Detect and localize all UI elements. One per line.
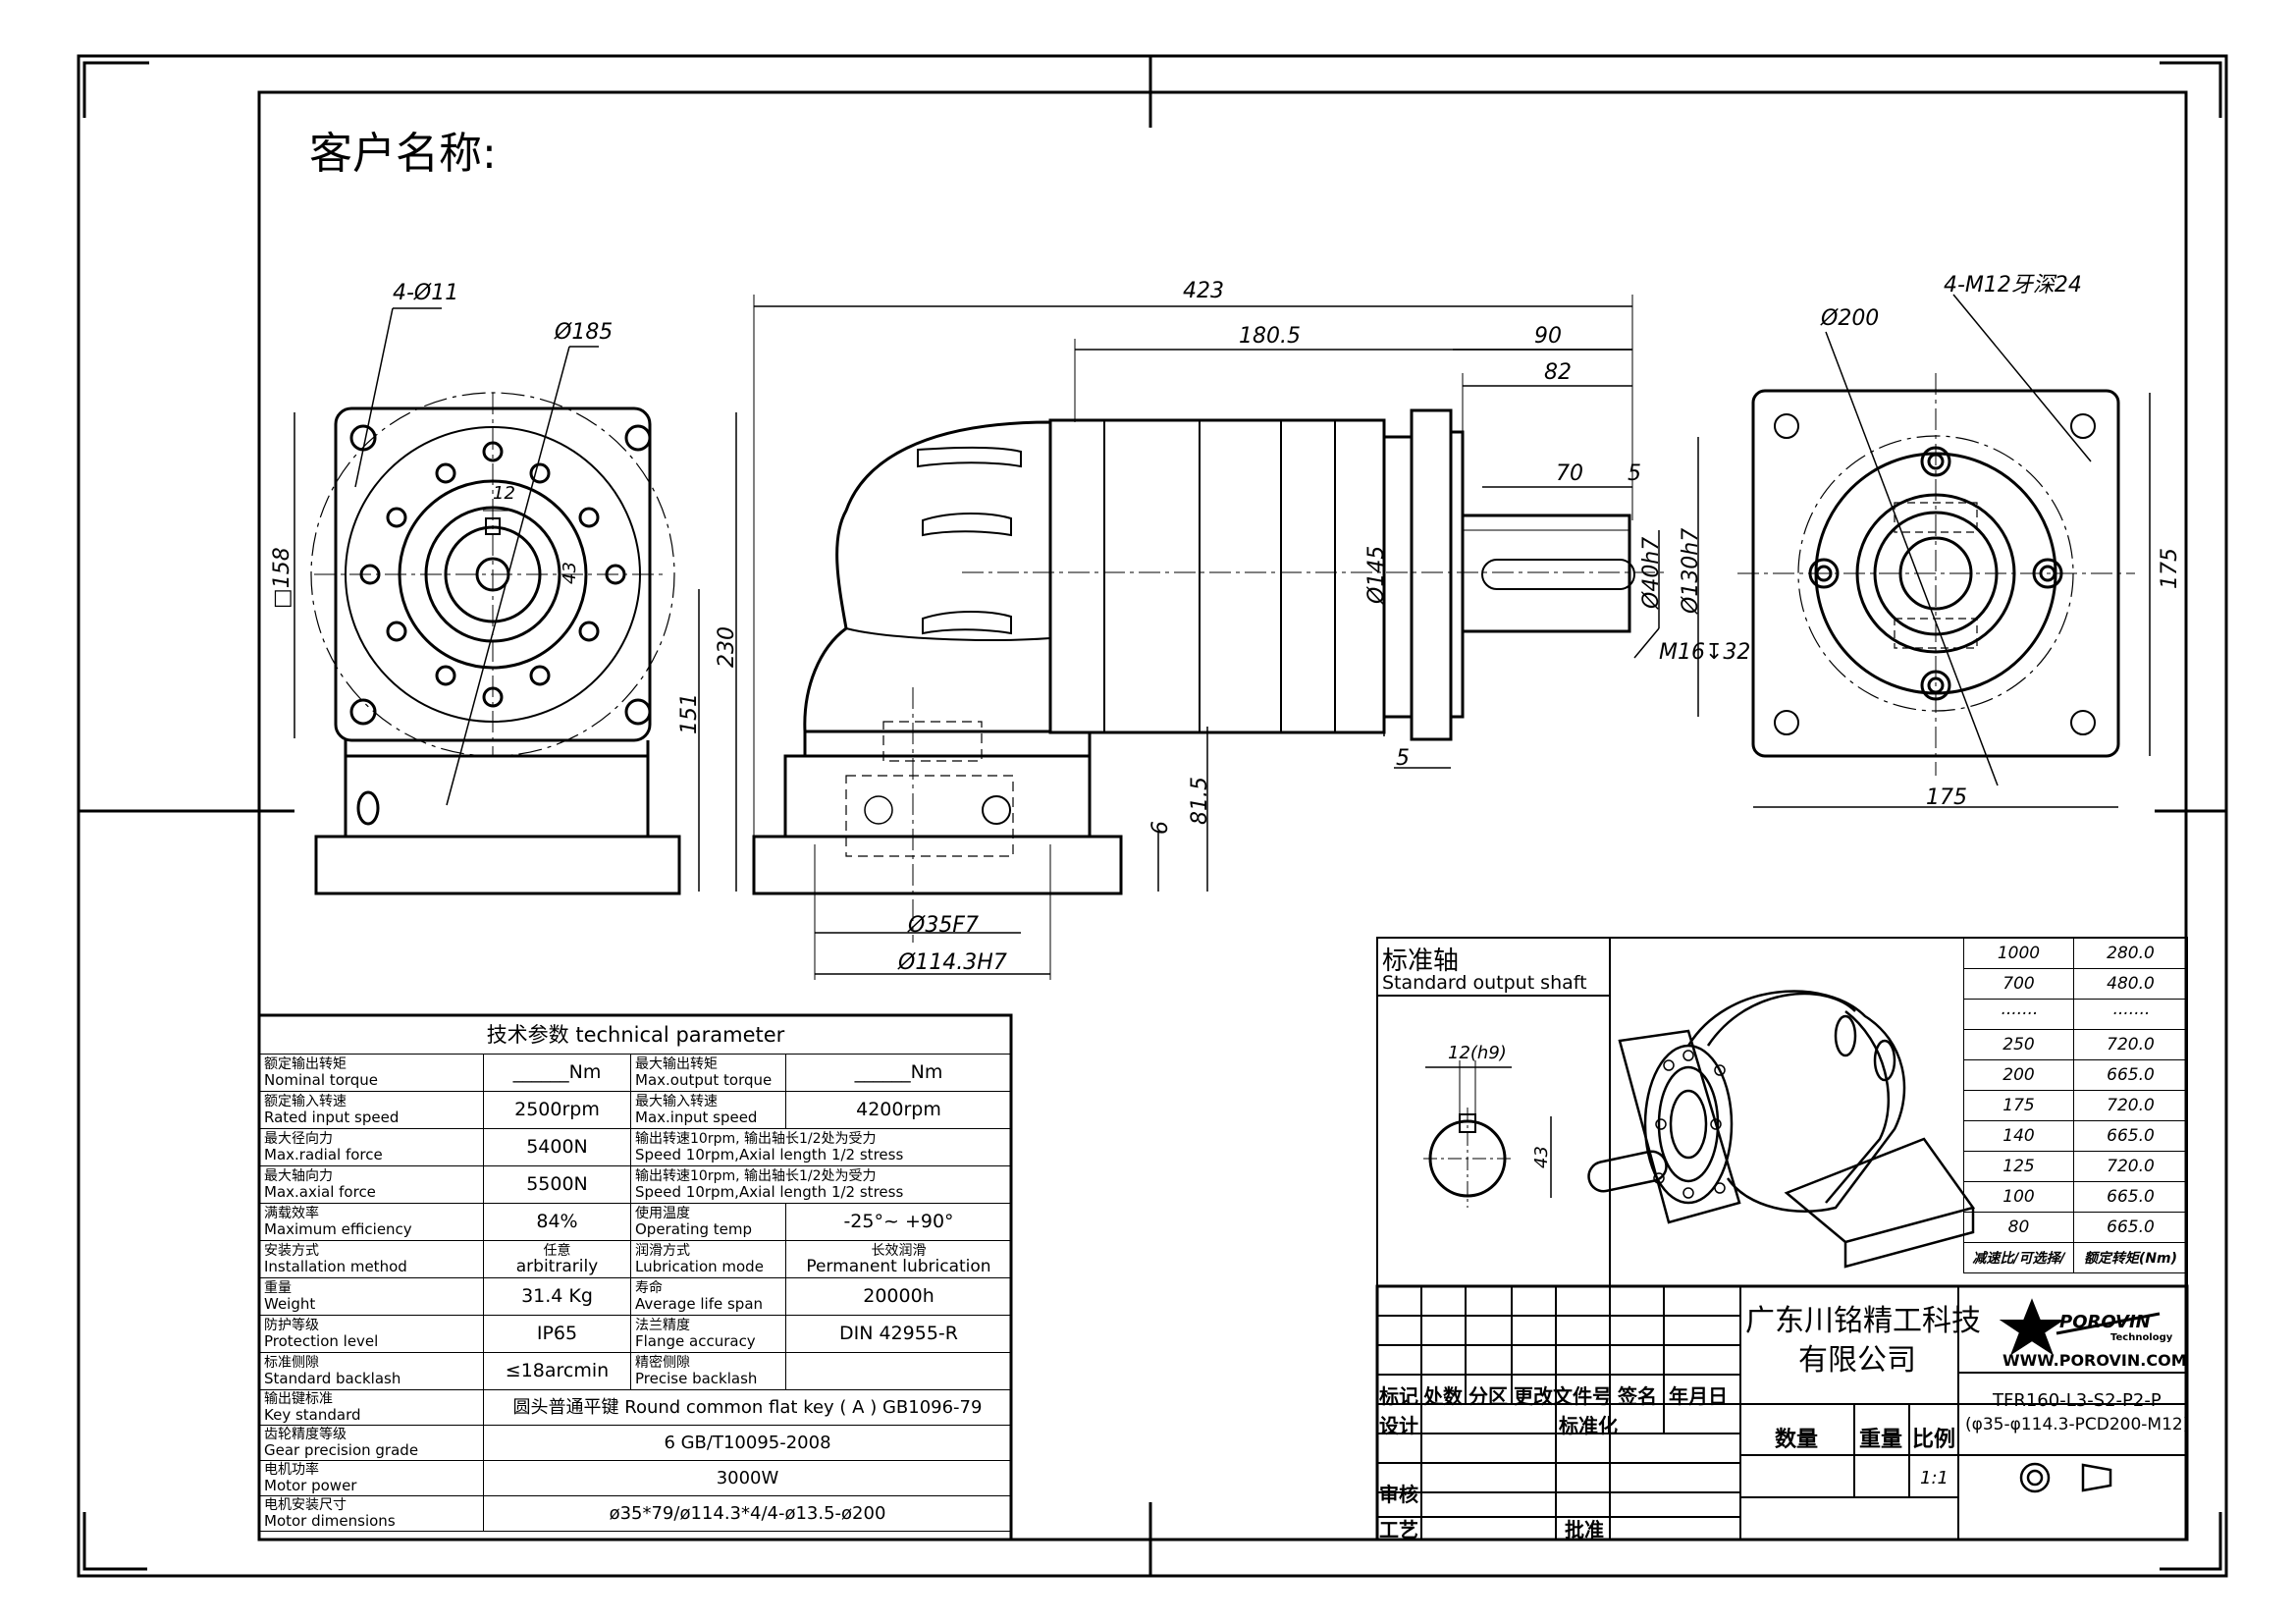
dim-shaft-section: 90: [1534, 324, 1562, 349]
dim-end-width: 175: [1926, 785, 1967, 810]
tech-table-title: 技术参数 technical parameter: [259, 1015, 1012, 1055]
company-website: WWW.POROVIN.COM: [2002, 1351, 2187, 1370]
dim-key-offset: 5: [1628, 461, 1641, 486]
dim-offset-height: 81.5: [1188, 777, 1212, 825]
rev-header-file: 更改文件号: [1514, 1384, 1612, 1408]
weight-label: 重量: [1859, 1428, 1903, 1452]
dim-front-key-width: 12: [493, 483, 515, 504]
model-line2: (φ35-φ114.3-PCD200-M12): [1965, 1415, 2190, 1434]
dim-front-square: □158: [270, 547, 294, 609]
dim-flange-thickness: 5: [1396, 746, 1410, 771]
side-view: [752, 295, 1699, 980]
dim-spigot-dia: Ø130h7: [1679, 527, 1703, 614]
dim-std-key-width: 12(h9): [1448, 1043, 1507, 1063]
rev-header-mark: 标记: [1379, 1384, 1418, 1408]
table-row: ··············: [1963, 999, 2188, 1030]
customer-name-label: 客户名称:: [309, 129, 497, 179]
standardize-label: 标准化: [1559, 1414, 1618, 1437]
rev-header-zone: 分区: [1468, 1384, 1508, 1408]
rev-header-count: 处数: [1423, 1384, 1463, 1408]
logo-subtext: Technology: [2110, 1332, 2173, 1343]
standard-shaft-title-cn: 标准轴: [1382, 947, 1460, 976]
design-label: 设计: [1379, 1414, 1418, 1437]
rev-header-date: 年月日: [1669, 1384, 1728, 1408]
company-name-line2: 有限公司: [1798, 1343, 1916, 1378]
dim-end-tapped-holes: 4-M12牙深24: [1944, 273, 2082, 298]
dim-input-bore: Ø35F7: [908, 913, 979, 938]
approve-label: 批准: [1565, 1518, 1604, 1542]
projection-symbol: [2019, 1462, 2112, 1493]
front-view: [294, 307, 737, 895]
check-label: 审核: [1379, 1483, 1418, 1506]
dim-base-step: 6: [1148, 821, 1173, 835]
inner-frame: [257, 90, 2188, 1542]
dim-front-height-total: 230: [715, 626, 739, 668]
dim-tap-thread: M16↧32: [1659, 640, 1751, 665]
logo-text: POROVIN: [2059, 1312, 2151, 1332]
dim-overall-length: 423: [1183, 279, 1224, 303]
quantity-label: 数量: [1775, 1428, 1819, 1452]
standard-shaft-title-en: Standard output shaft: [1382, 972, 1587, 994]
dim-input-pcd: Ø114.3H7: [898, 950, 1007, 975]
dim-front-pcd: Ø185: [555, 320, 614, 345]
scale-value: 1:1: [1920, 1468, 1949, 1488]
scale-label: 比例: [1912, 1428, 1956, 1452]
dim-key-length: 70: [1556, 461, 1583, 486]
end-view: [1737, 294, 2151, 808]
title-block-frame: [1375, 1284, 2189, 1542]
dim-flange-dia: Ø145: [1364, 545, 1389, 604]
dim-body-length: 180.5: [1239, 324, 1301, 349]
process-label: 工艺: [1379, 1518, 1418, 1542]
dim-end-height: 175: [2158, 548, 2182, 589]
dim-front-height-center: 151: [677, 693, 702, 734]
dim-end-pcd: Ø200: [1821, 306, 1880, 331]
dim-std-key-height: 43: [1531, 1146, 1552, 1168]
dim-front-key-height: 43: [560, 562, 580, 584]
table-header-row: 减速比/可选择/额定转矩(Nm): [1963, 1242, 2188, 1273]
rev-header-sign: 签名: [1618, 1384, 1657, 1408]
model-line1: TFR160-L3-S2-P2-P: [1993, 1390, 2162, 1411]
dim-shaft-reach: 82: [1544, 360, 1572, 385]
company-name-line1: 广东川铭精工科技: [1745, 1304, 1981, 1338]
outer-frame: [77, 54, 2228, 1578]
logo-icon: [1999, 1298, 2161, 1356]
dim-shaft-dia: Ø40h7: [1639, 536, 1664, 609]
dim-front-holes: 4-Ø11: [393, 281, 459, 305]
